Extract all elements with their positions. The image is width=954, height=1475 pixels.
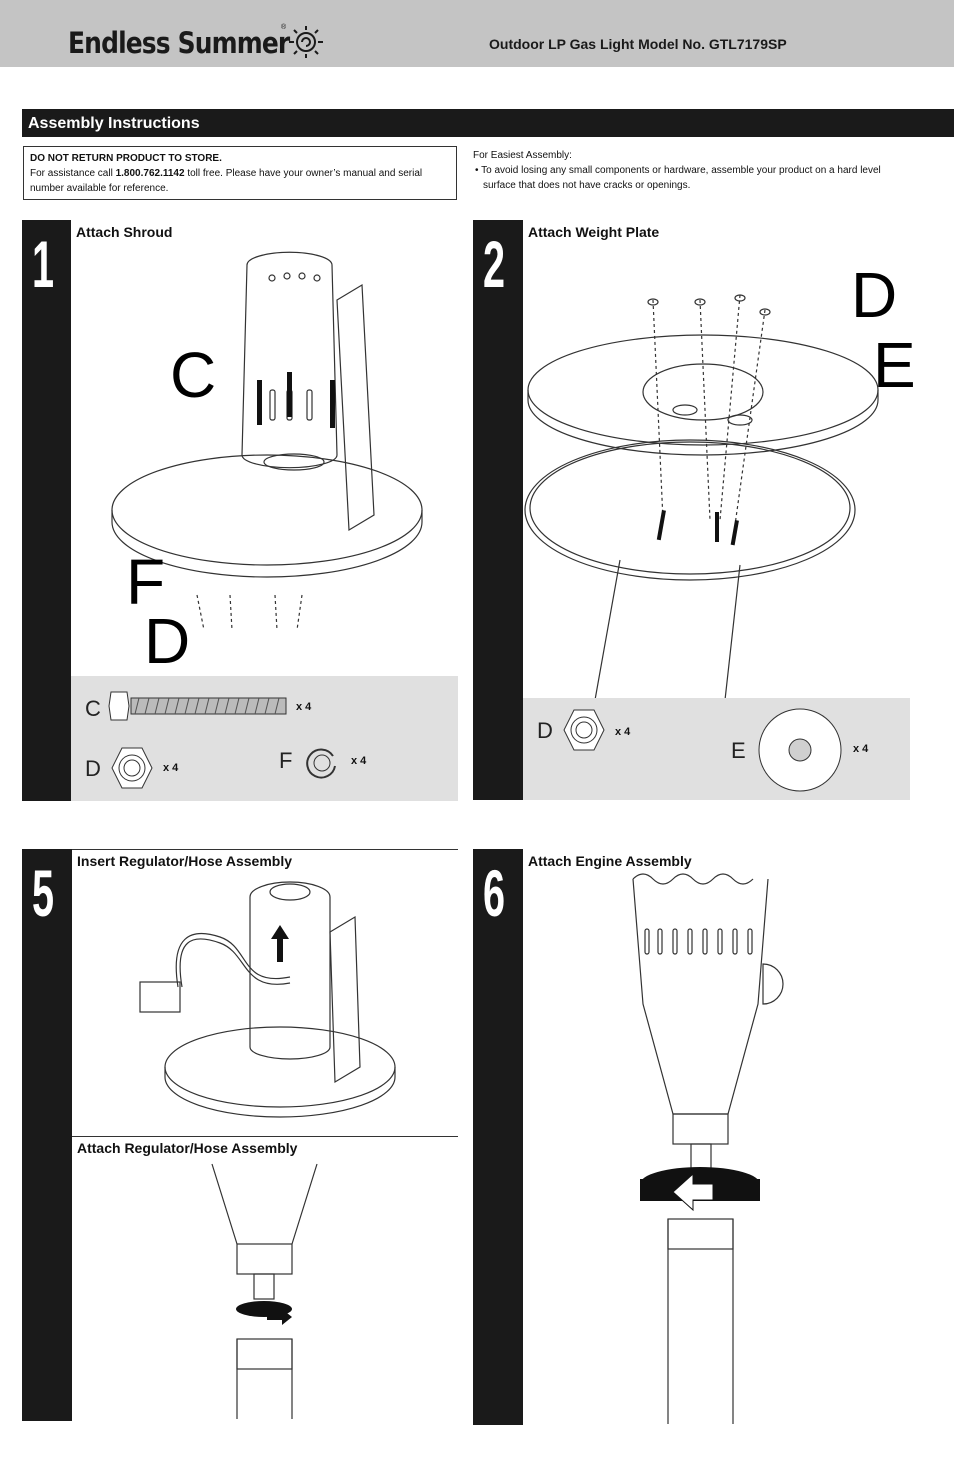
brand-logo: Endless Summer	[68, 26, 290, 60]
step-number-panel: 6	[473, 849, 523, 1425]
step-number: 1	[32, 227, 55, 301]
step-5: 5 Insert Regulator/Hose Assembly Attach …	[22, 849, 458, 1421]
callout-d: D	[851, 259, 898, 331]
step-title: Insert Regulator/Hose Assembly	[77, 853, 292, 869]
nut-icon	[111, 747, 153, 789]
page-header: Endless Summer ® Outdoor LP Gas Light Mo…	[0, 0, 954, 67]
step-title: Attach Weight Plate	[528, 224, 660, 240]
washer-icon	[758, 708, 842, 792]
part-f-label: F	[279, 748, 293, 773]
step-number-panel: 1	[22, 220, 71, 801]
part-d-label: D	[537, 718, 553, 743]
callout-e: E	[873, 329, 916, 401]
sun-logo-icon	[289, 26, 323, 58]
part-e-qty: x 4	[853, 743, 869, 755]
nut-icon	[563, 709, 605, 751]
section-bar: Assembly Instructions	[22, 109, 954, 137]
easiest-assembly-note: For Easiest Assembly: • To avoid losing …	[473, 148, 913, 193]
phone-number: 1.800.762.1142	[115, 168, 185, 179]
easiest-title: For Easiest Assembly:	[473, 150, 572, 161]
regulator-attach-diagram	[211, 1163, 318, 1419]
callout-d: D	[144, 605, 191, 677]
bolt-icon	[108, 691, 287, 721]
callout-c: C	[170, 339, 217, 411]
step-number-panel: 2	[473, 220, 523, 800]
part-c-qty: x 4	[296, 701, 312, 713]
shroud-diagram	[111, 251, 423, 631]
step-number: 6	[483, 856, 506, 930]
parts-panel: D x 4 E x 4	[523, 698, 910, 800]
section-title: Assembly Instructions	[28, 115, 200, 132]
weight-plate-diagram	[524, 294, 879, 701]
part-e-label: E	[731, 738, 746, 763]
step-title-2: Attach Regulator/Hose Assembly	[77, 1140, 298, 1156]
step-6: 6 Attach Engine Assembly	[473, 849, 910, 1425]
part-d-label: D	[85, 756, 101, 781]
model-title: Outdoor LP Gas Light Model No. GTL7179SP	[489, 36, 787, 52]
step-1: 1 Attach Shroud C F D C	[22, 220, 458, 801]
step-2: 2 Attach Weight Plate D E D x 4 E	[473, 220, 916, 800]
registered-mark: ®	[281, 24, 287, 31]
callout-f: F	[126, 546, 166, 618]
part-d-qty: x 4	[615, 726, 631, 738]
engine-assembly-diagram	[632, 873, 784, 1424]
part-c-label: C	[85, 696, 101, 721]
step-title: Attach Shroud	[76, 224, 173, 240]
lock-washer-icon	[306, 748, 336, 779]
warning-box: DO NOT RETURN PRODUCT TO STORE. For assi…	[23, 146, 457, 200]
step-number-panel: 5	[22, 849, 72, 1421]
warning-text: For assistance call 1.800.762.1142 toll …	[30, 168, 423, 194]
regulator-insert-diagram	[139, 881, 396, 1118]
warning-title: DO NOT RETURN PRODUCT TO STORE.	[30, 153, 222, 164]
part-f-qty: x 4	[351, 755, 367, 767]
part-d-qty: x 4	[163, 762, 179, 774]
step-number: 5	[32, 856, 55, 930]
easiest-bullet: • To avoid losing any small components o…	[475, 165, 881, 191]
step-number: 2	[483, 227, 506, 301]
step-title: Attach Engine Assembly	[528, 853, 692, 869]
parts-panel: C x 4 D x 4 F x 4	[71, 676, 458, 801]
